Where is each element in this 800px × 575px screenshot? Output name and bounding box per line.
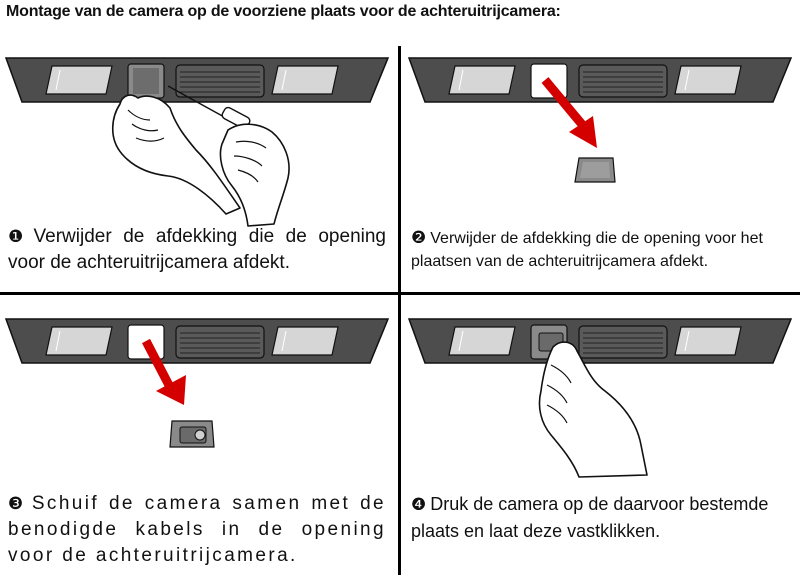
step-2-marker: ❷: [411, 228, 427, 247]
step-4-illustration: [407, 318, 793, 478]
lamp-right: [271, 65, 339, 95]
lamp-left: [45, 326, 113, 356]
screwdriver-shaft: [167, 85, 227, 119]
document-title: Montage van de camera op de voorziene pl…: [6, 3, 561, 20]
center-grille: [175, 64, 265, 98]
step-2-illustration: [407, 57, 793, 183]
right-hand: [219, 123, 290, 227]
camera-module-illustration: [169, 420, 215, 448]
step-2-text: Verwijder de afdekking die de opening vo…: [411, 230, 763, 270]
vertical-divider: [398, 46, 401, 575]
step-3-illustration: [4, 318, 390, 448]
step-1-text: Verwijder de afdekking die de opening vo…: [8, 226, 386, 273]
lamp-right: [674, 65, 742, 95]
step-4-marker: ❹: [411, 495, 427, 514]
lamp-right: [271, 326, 339, 356]
red-arrow-icon: [541, 77, 597, 148]
lamp-left: [45, 65, 113, 95]
red-arrow-icon: [142, 338, 186, 405]
step-3-text: Schuif de camera samen met de benodigde …: [8, 493, 387, 566]
step-1-marker: ❶: [8, 227, 30, 246]
step-4-text: Druk de camera op de daarvoor bestemde p…: [411, 494, 769, 541]
lamp-right: [674, 326, 742, 356]
center-grille: [578, 64, 668, 98]
lamp-left: [448, 326, 516, 356]
lamp-left: [448, 65, 516, 95]
left-hand: [111, 94, 241, 215]
step-1-illustration: [4, 57, 390, 227]
step-3-marker: ❸: [8, 494, 28, 513]
horizontal-divider: [0, 292, 800, 295]
center-grille: [578, 325, 668, 359]
center-grille: [175, 325, 265, 359]
